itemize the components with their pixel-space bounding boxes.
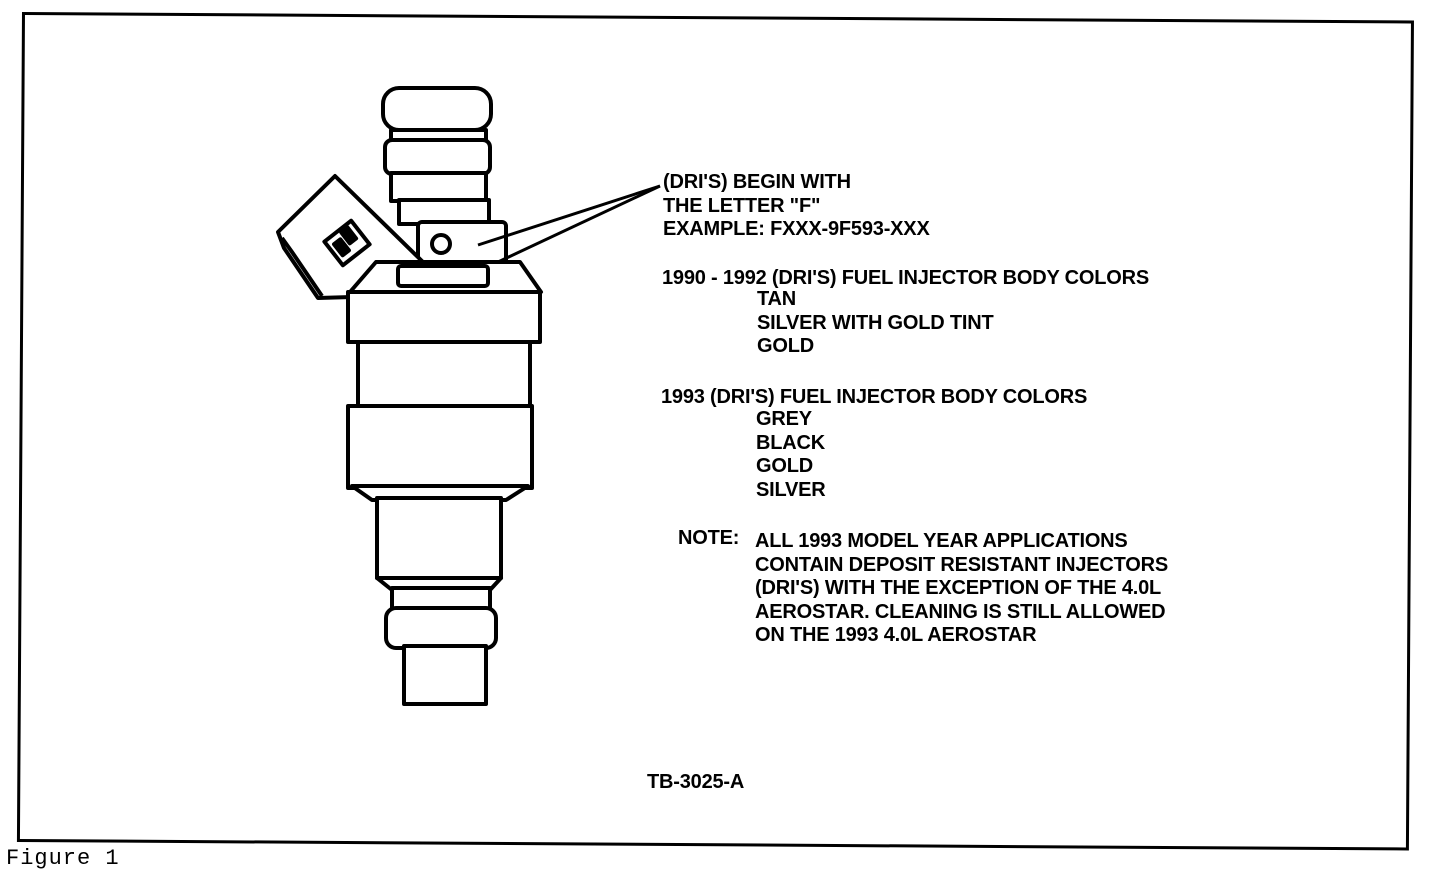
identification-mark — [430, 233, 452, 255]
note-line: ALL 1993 MODEL YEAR APPLICATIONS — [755, 530, 1128, 552]
color-item: BLACK — [756, 431, 825, 454]
note-line: (DRI'S) WITH THE EXCEPTION OF THE 4.0L — [755, 577, 1162, 599]
figure-caption: Figure 1 — [6, 846, 120, 871]
injector-stem — [375, 496, 503, 580]
injector-lower-ring — [384, 606, 498, 650]
leader-line-lower — [497, 184, 661, 264]
callout-line: (DRI'S) BEGIN WITH — [663, 171, 851, 193]
injector-top-cap — [381, 86, 493, 132]
injector-tip — [402, 644, 488, 706]
note-body: ALL 1993 MODEL YEAR APPLICATIONS CONTAIN… — [755, 530, 1168, 648]
section-1990-heading: 1990 - 1992 (DRI'S) FUEL INJECTOR BODY C… — [662, 267, 1149, 289]
note-line: AEROSTAR. CLEANING IS STILL ALLOWED — [755, 600, 1166, 623]
leader-line-upper — [477, 184, 661, 247]
color-item: TAN — [757, 288, 797, 310]
color-item: SILVER — [756, 478, 826, 501]
color-item: GOLD — [757, 335, 814, 357]
injector-body-upper — [346, 290, 542, 344]
injector-body-lower — [346, 404, 534, 490]
section-1990-color-list: TAN SILVER WITH GOLD TINT GOLD — [757, 288, 994, 359]
color-item: SILVER WITH GOLD TINT — [757, 311, 994, 334]
callout-line: THE LETTER "F" — [663, 194, 821, 217]
note-label: NOTE: — [678, 527, 740, 549]
note-line: ON THE 1993 4.0L AEROSTAR — [755, 624, 1037, 646]
section-1993-heading: 1993 (DRI'S) FUEL INJECTOR BODY COLORS — [661, 386, 1088, 408]
callout-line: EXAMPLE: FXXX-9F593-XXX — [663, 218, 930, 240]
color-item: GREY — [756, 408, 812, 430]
injector-upper-ring — [383, 138, 492, 176]
note-line: CONTAIN DEPOSIT RESISTANT INJECTORS — [755, 553, 1169, 576]
dri-identification-callout: (DRI'S) BEGIN WITH THE LETTER "F" EXAMPL… — [663, 171, 930, 242]
injector-body-middle — [356, 340, 532, 410]
section-1993-color-list: GREY BLACK GOLD SILVER — [756, 408, 826, 502]
figure-id: TB-3025-A — [647, 771, 745, 793]
color-item: GOLD — [756, 455, 813, 477]
